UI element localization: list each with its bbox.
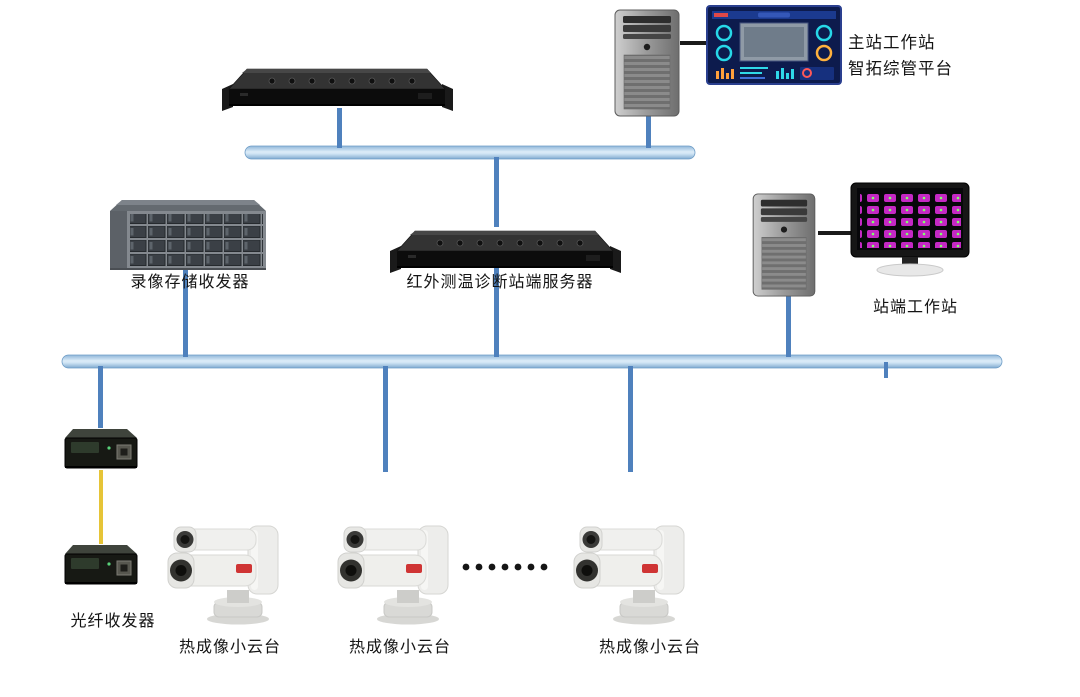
link-server-to-bus xyxy=(494,268,499,357)
link-bus-top-to-server xyxy=(494,157,499,227)
cable-master-tower-monitor xyxy=(680,41,708,45)
fiber-patch-cable xyxy=(99,470,103,544)
ellipsis-dots xyxy=(462,563,548,571)
ptz-thermal-camera-2 xyxy=(320,514,490,626)
link-station-tower-to-bus xyxy=(786,296,791,357)
master-workstation-label-line1: 主站工作站 xyxy=(848,34,936,52)
bus-bar-main xyxy=(61,354,1003,369)
link-bus-stub-right xyxy=(884,362,888,378)
master-tower-device xyxy=(612,8,682,118)
link-storage-to-bus xyxy=(183,270,188,357)
master-monitor-dashboard xyxy=(706,5,842,87)
camera-1-label: 热成像小云台 xyxy=(178,639,281,656)
fiber-transceiver-label: 光纤收发器 xyxy=(70,613,156,630)
station-tower-device xyxy=(748,192,820,298)
master-workstation-label-line2: 智拓综管平台 xyxy=(848,60,953,79)
link-switch-top-to-bus xyxy=(337,108,342,148)
ptz-thermal-camera-3 xyxy=(556,514,726,626)
link-bus-to-camera-2 xyxy=(383,366,388,472)
link-bus-to-camera-3 xyxy=(628,366,633,472)
core-switch-device xyxy=(220,62,455,113)
master-workstation-label: 主站工作站 智拓综管平台 xyxy=(848,30,953,83)
link-master-tower-to-bus xyxy=(646,114,651,148)
station-server-label: 红外测温诊断站端服务器 xyxy=(406,274,594,291)
link-bus-to-fiber xyxy=(98,366,103,428)
storage-server-device xyxy=(110,198,268,272)
ptz-thermal-camera-1 xyxy=(150,514,320,626)
station-workstation-label: 站端工作站 xyxy=(872,299,958,316)
fiber-transceiver-2 xyxy=(63,542,141,588)
storage-server-label: 录像存储收发器 xyxy=(130,274,250,291)
camera-2-label: 热成像小云台 xyxy=(348,639,451,656)
cable-station-tower-monitor xyxy=(818,231,852,235)
camera-3-label: 热成像小云台 xyxy=(598,639,701,656)
station-monitor-thermal-grid xyxy=(850,182,972,278)
fiber-transceiver-1 xyxy=(63,426,141,472)
bus-bar-top xyxy=(244,145,696,160)
station-server-device xyxy=(388,224,623,275)
